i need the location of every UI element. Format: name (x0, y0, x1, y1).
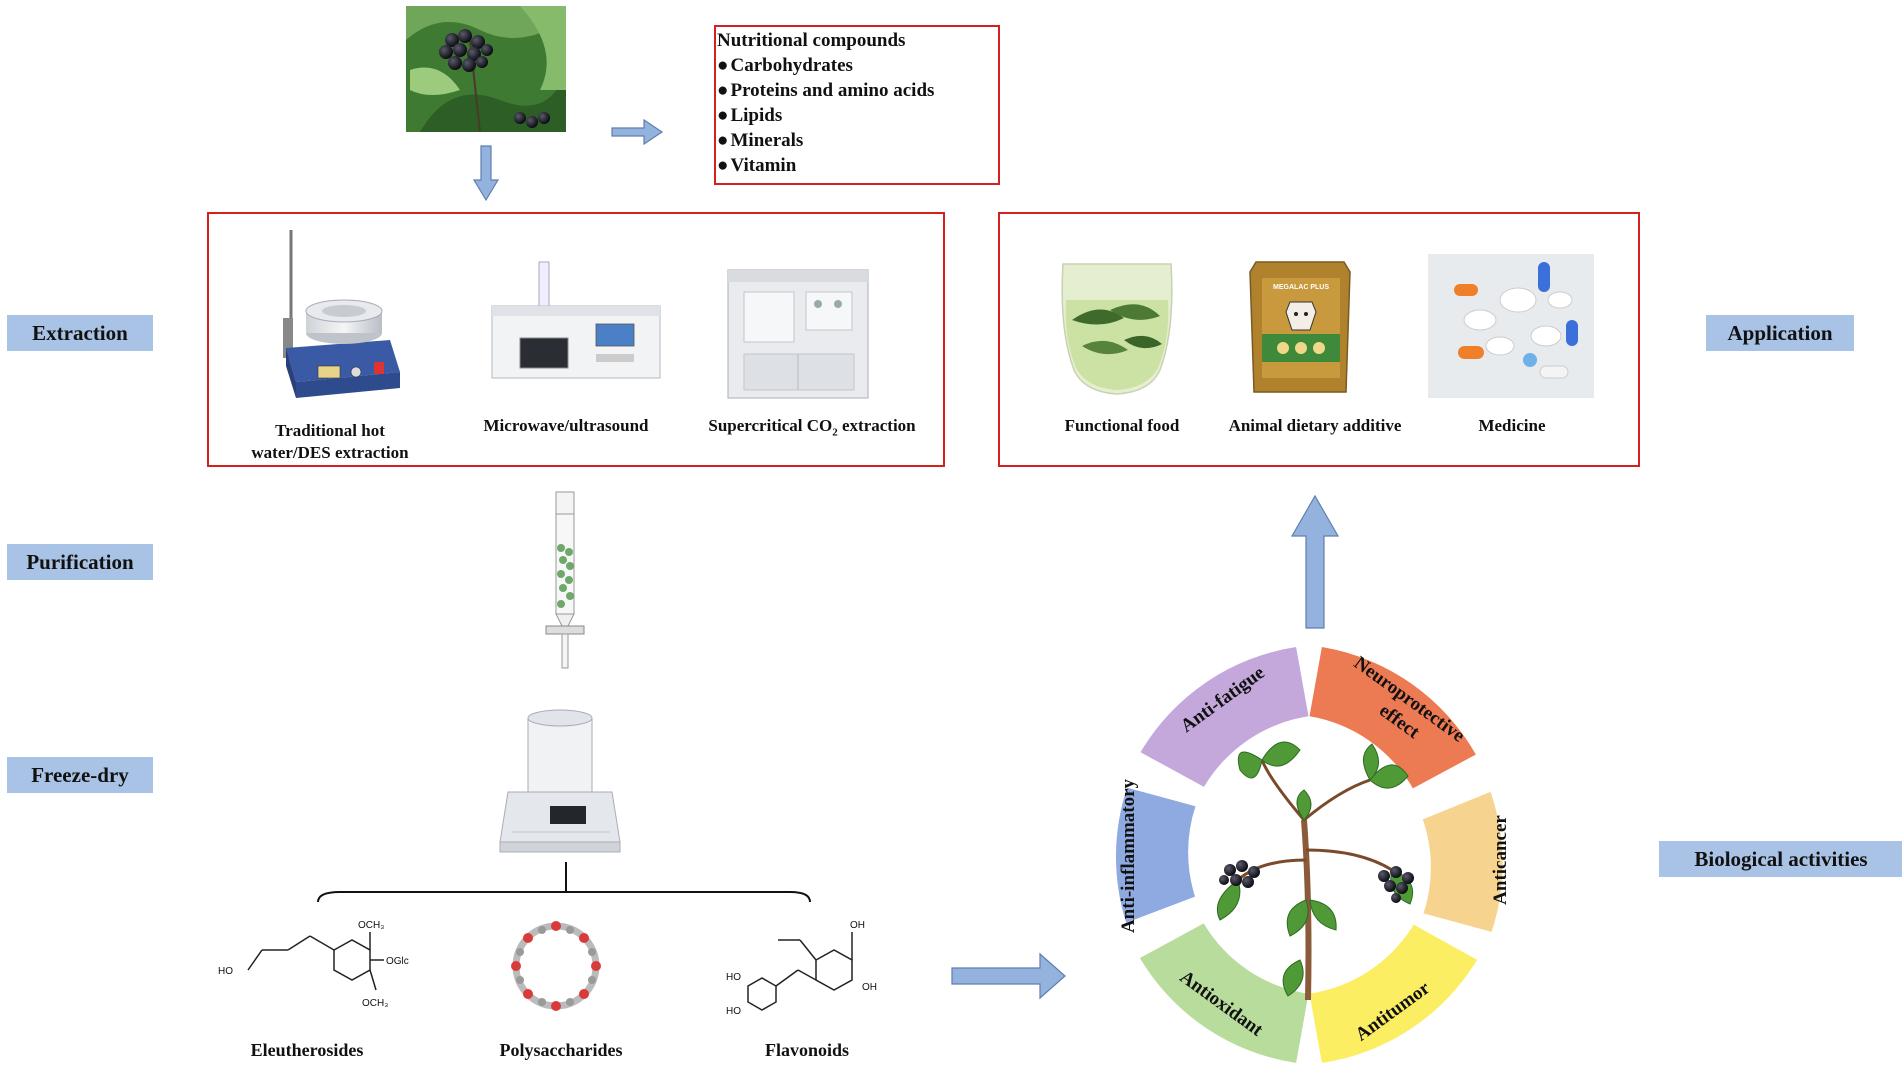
nutrition-list: Nutritional compounds Carbohydrates Prot… (717, 28, 934, 178)
eleutheroside-structure (247, 932, 384, 991)
caption-microwave: Microwave/ultrasound (483, 416, 649, 435)
stage-freeze-dry: Freeze-dry (7, 757, 153, 793)
nutrition-item: Proteins and amino acids (717, 78, 934, 103)
nutrition-item: Lipids (717, 103, 934, 128)
arrow-right-photo (611, 118, 664, 146)
segment-antioxidant (1139, 923, 1309, 1063)
nutrition-title: Nutritional compounds (717, 30, 906, 51)
caption-traditional: Traditional hot water/DES extraction (234, 420, 426, 464)
nutrition-box (714, 25, 1000, 185)
segment-anti-fatigue (1140, 647, 1309, 787)
stage-purification: Purification (7, 544, 153, 580)
segment-antitumor (1309, 924, 1478, 1063)
polysaccharide-model (511, 921, 601, 1011)
caption-supercritical: Supercritical CO2 extraction (692, 416, 932, 438)
flav-ho-1: HO (726, 972, 741, 983)
caption-supercritical-pre: Supercritical CO (708, 416, 833, 435)
caption-supercritical-sub: 2 (832, 426, 838, 439)
segment-anticancer (1422, 791, 1503, 932)
arrow-up-activities (1290, 494, 1340, 629)
stage-extraction: Extraction (7, 315, 153, 351)
stage-biological-activities: Biological activities (1659, 841, 1902, 877)
activity-ring (1115, 647, 1503, 1063)
flav-oh-right: OH (862, 982, 877, 993)
nutrition-item: Vitamin (717, 153, 934, 178)
stage-application: Application (1706, 315, 1854, 351)
caption-medicine: Medicine (1478, 416, 1546, 435)
supercritical-illustration (727, 269, 869, 399)
feed-bag-label: MEGALAC PLUS (1273, 284, 1329, 291)
extraction-box (207, 212, 945, 467)
freeze-dryer-illustration (499, 709, 621, 853)
arrow-down-photo (472, 145, 500, 202)
microwave-illustration (491, 261, 661, 379)
tea-glass-illustration (1061, 263, 1173, 395)
label-anticancer: Anticancer (1490, 815, 1511, 905)
mol-och3-top: OCH₃ (358, 920, 384, 931)
pills-photo (1428, 254, 1594, 398)
application-box (998, 212, 1640, 467)
segment-anti-inflammatory (1115, 787, 1196, 923)
caption-traditional-line1: Traditional hot (275, 421, 385, 440)
segment-neuroprotective (1309, 647, 1476, 789)
flav-ho-2: HO (726, 1006, 741, 1017)
mol-oglc: OGlc (386, 956, 409, 967)
berry-photo (406, 6, 566, 133)
flavonoid-structure (747, 932, 853, 1011)
flav-oh-top: OH (850, 920, 865, 931)
feed-bag-illustration: MEGALAC PLUS (1249, 261, 1351, 393)
caption-supercritical-post: extraction (837, 416, 916, 435)
caption-functional-food: Functional food (1064, 416, 1180, 435)
ginseng-plant (1216, 741, 1414, 1001)
caption-animal-additive: Animal dietary additive (1228, 416, 1402, 435)
column-illustration (545, 491, 585, 669)
caption-traditional-line2: water/DES extraction (251, 443, 409, 462)
caption-flavonoids: Flavonoids (764, 1040, 850, 1060)
caption-eleutherosides: Eleutherosides (250, 1040, 364, 1060)
caption-polysaccharides: Polysaccharides (499, 1040, 623, 1060)
label-anti-inflammatory: Anti-inflammatory (1118, 778, 1139, 933)
heater-illustration (283, 230, 400, 398)
nutrition-item: Carbohydrates (717, 53, 934, 78)
arrow-right-compounds (951, 952, 1066, 1000)
compound-bracket (317, 891, 811, 903)
mol-ho: HO (218, 966, 233, 977)
nutrition-item: Minerals (717, 128, 934, 153)
mol-och3-bottom: OCH₃ (362, 998, 388, 1009)
